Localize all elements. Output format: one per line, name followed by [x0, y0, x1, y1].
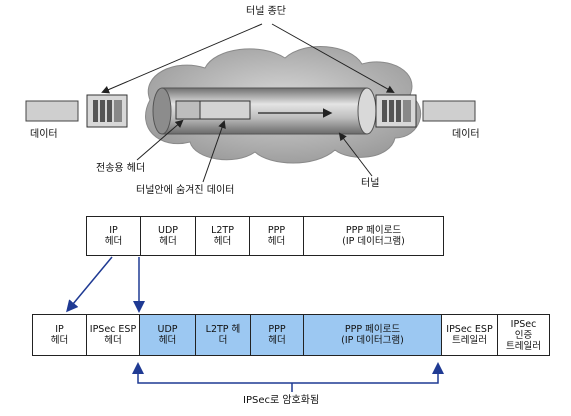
cell-line-2: 헤더 [50, 335, 69, 346]
cell-line-1: IPSec ESP [446, 324, 493, 335]
encrypted-by-ipsec-label: IPSec로 암호화됨 [243, 395, 320, 406]
cell-line-1: PPP [267, 225, 286, 236]
cell-line-2: 인증 [514, 329, 533, 341]
cell-line-1: PPP 페이로드 [344, 324, 401, 335]
cell-line-1: IPSec [510, 318, 537, 330]
top-ppp-payload-cell: PPP 페이로드(IP 데이터그램) [304, 217, 443, 255]
endpoint-arrow-right [271, 23, 395, 93]
cell-line-1: IPSec ESP [89, 324, 137, 335]
cell-line-2: 헤더 [159, 236, 177, 247]
cell-line-1: IP [55, 324, 64, 335]
cell-line-2: 더 [218, 335, 228, 346]
encryption-bracket [132, 362, 444, 392]
cell-line-2: 헤더 [158, 335, 177, 346]
transport-header-label: 전송용 헤더 [96, 163, 146, 174]
cell-line-2: 헤더 [268, 335, 286, 346]
cell-line-1: L2TP [211, 225, 234, 236]
cell-line-2: (IP 데이터그램) [341, 335, 404, 346]
cell-line-2: 헤더 [104, 335, 122, 346]
router-left-icon [86, 94, 128, 128]
hidden-data-label: 터널안에 숨겨진 데이터 [136, 185, 235, 196]
data-label-right: 데이터 [452, 129, 480, 140]
cell-line-1: L2TP 헤 [205, 324, 241, 335]
cell-line-3: 트레일러 [506, 340, 541, 352]
data-block-left [25, 100, 79, 122]
router-right-icon [375, 94, 417, 128]
tunnel-endpoints-label: 터널 종단 [246, 6, 286, 17]
tunnel-pointer [338, 132, 373, 177]
bottom-ppp-payload-cell: PPP 페이로드(IP 데이터그램) [304, 315, 442, 355]
data-label-left: 데이터 [30, 129, 58, 140]
cell-line-2: 헤더 [267, 236, 286, 247]
cell-line-1: UDP [158, 225, 178, 236]
data-block-right [422, 100, 476, 122]
cell-line-1: UDP [157, 324, 178, 335]
hidden-data-block [199, 100, 251, 120]
tunnel-label: 터널 [361, 178, 380, 189]
ip-header-map-arrow [66, 256, 113, 313]
cell-line-2: 트레일러 [452, 335, 487, 346]
transport-header-pointer [136, 119, 184, 161]
cell-line-1: PPP [268, 324, 286, 335]
cell-line-2: 헤더 [213, 236, 232, 247]
cell-line-1: IP [109, 225, 118, 236]
endpoint-arrow-left [101, 23, 263, 94]
hidden-data-pointer [202, 120, 226, 183]
cell-line-2: (IP 데이터그램) [342, 236, 405, 247]
cell-line-1: PPP 페이로드 [345, 225, 402, 236]
cell-line-2: 헤더 [104, 236, 123, 247]
transport-header-block [175, 100, 201, 120]
